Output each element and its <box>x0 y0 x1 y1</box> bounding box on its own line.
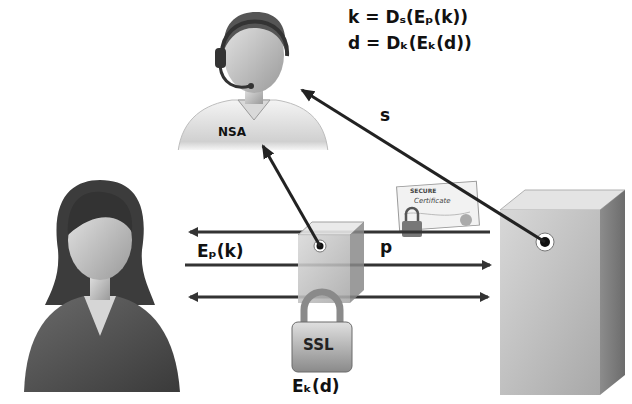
user-figure <box>24 180 180 392</box>
formula: d = Dₖ(Eₖ(d)) <box>348 34 472 54</box>
key-label: s <box>380 106 390 126</box>
lock-label: SSL <box>303 337 334 354</box>
key-label: p <box>380 238 392 258</box>
agent-figure <box>176 12 331 154</box>
leak-arrow <box>263 146 320 246</box>
formula: k = Dₛ(Eₚ(k)) <box>348 8 468 28</box>
data-label: Eₖ(d) <box>292 377 340 397</box>
shirt-label: NSA <box>218 126 246 140</box>
key-label: Eₚ(k) <box>197 242 244 262</box>
server-cube <box>500 190 625 395</box>
leak-arrow <box>302 90 545 242</box>
certificate-text: Certificate <box>414 197 450 205</box>
certificate-text: SECURE <box>410 188 436 195</box>
certificate-icon <box>397 181 480 237</box>
ssl-lock <box>292 292 352 372</box>
